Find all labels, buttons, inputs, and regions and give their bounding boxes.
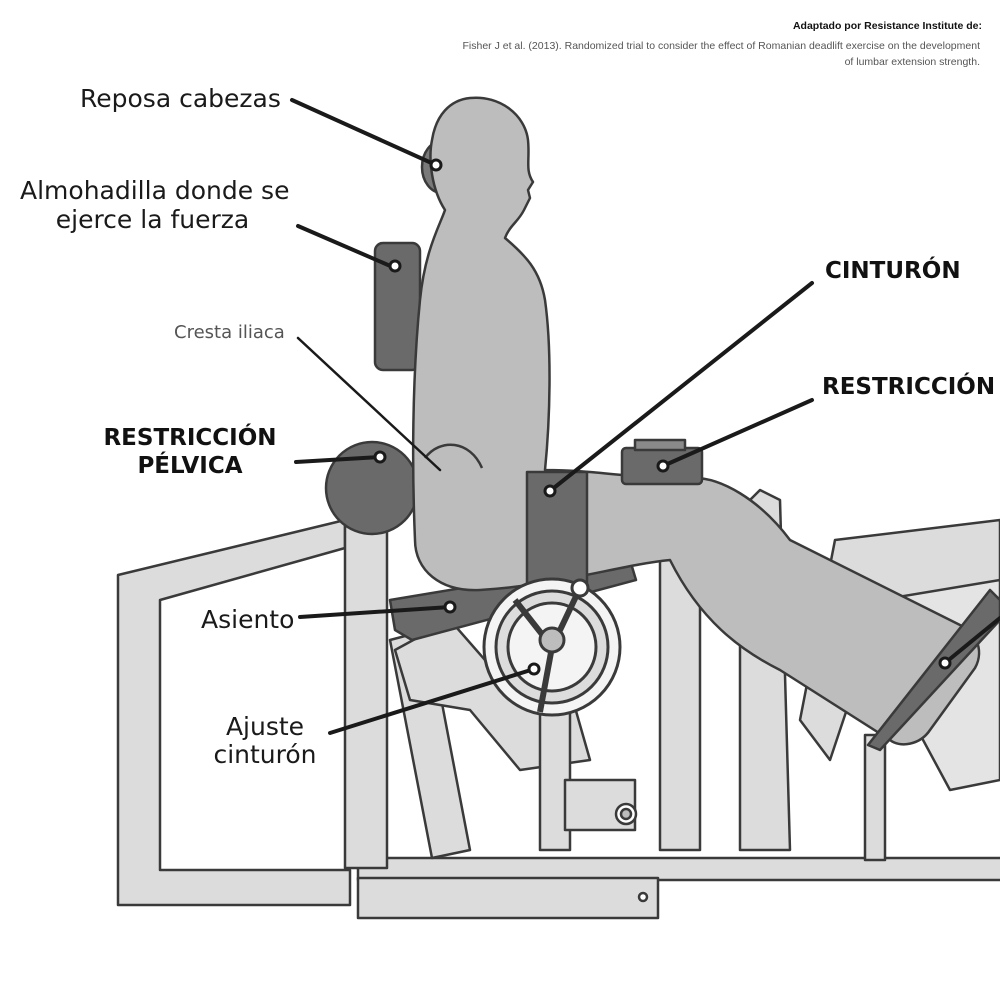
label-headrest: Reposa cabezas	[80, 84, 281, 113]
label-pad-line2: ejerce la fuerza	[55, 205, 250, 234]
label-belt-adjust: Ajuste cinturón	[205, 713, 325, 769]
pointer-pad	[296, 224, 397, 270]
label-pelvic: RESTRICCIÓN PÉLVICA	[100, 424, 280, 480]
floor-rail	[356, 856, 1000, 882]
label-seat: Asiento	[201, 605, 295, 634]
pointer-pelvic	[294, 455, 382, 464]
person-silhouette	[411, 96, 981, 746]
label-restriction-right: RESTRICCIÓN I	[822, 374, 1000, 400]
foot-support-post	[863, 733, 887, 862]
label-belt-adjust-line1: Ajuste	[225, 712, 305, 741]
label-pelvic-line1: RESTRICCIÓN	[103, 425, 277, 451]
label-iliac-crest: Cresta iliaca	[174, 322, 285, 343]
pointer-restriction	[661, 398, 814, 468]
label-belt: CINTURÓN	[825, 258, 961, 284]
foot-plate	[866, 588, 1000, 752]
label-belt-adjust-line2: cinturón	[213, 740, 317, 769]
label-pad-line1: Almohadilla donde se	[20, 176, 290, 205]
belt-strap	[525, 470, 589, 594]
credit-text: Fisher J et al. (2013). Randomized trial…	[462, 40, 980, 68]
iliac-crest-curve	[424, 443, 484, 469]
credit-title: Adaptado por Resistance Institute de:	[792, 20, 982, 32]
label-pelvic-line2: PÉLVICA	[137, 453, 243, 479]
pointer-foot	[943, 616, 1000, 665]
label-pad: Almohadilla donde se ejerce la fuerza	[20, 176, 290, 234]
pointer-belt	[548, 281, 814, 493]
pointer-seat	[298, 605, 452, 619]
pointer-belt-adjust	[328, 667, 536, 735]
pointer-iliac	[296, 336, 442, 472]
base-platform	[356, 876, 660, 920]
pointer-headrest	[290, 98, 438, 167]
